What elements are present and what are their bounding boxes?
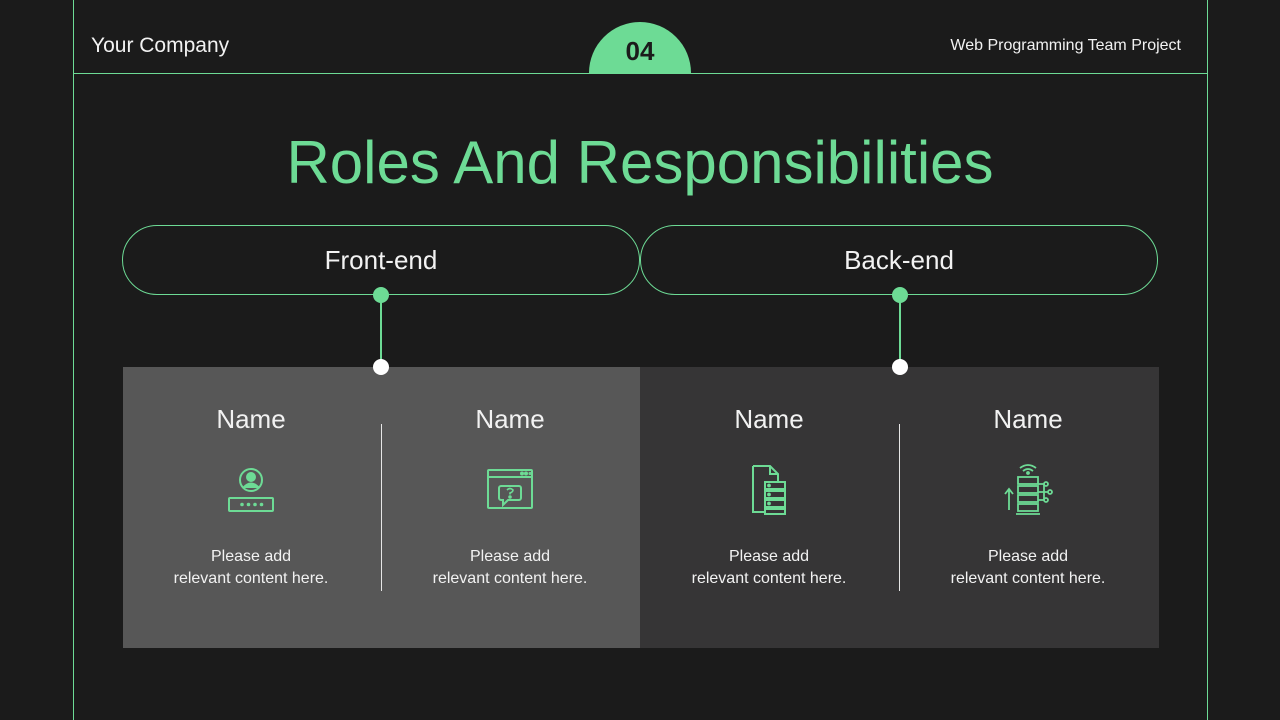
connector-dot-bottom-back [892, 359, 908, 375]
member-description: Please add relevant content here. [432, 548, 588, 587]
group-label: Front-end [324, 244, 438, 275]
connector-back [899, 295, 901, 367]
slide-title: Roles And Responsibilities [286, 129, 994, 196]
member-card: Name Please add relevant content here. [131, 404, 371, 590]
frame-left-border [73, 0, 74, 720]
member-description: Please add relevant content here. [950, 548, 1106, 587]
member-card: Name Please add relevant content here. [908, 404, 1148, 590]
member-name: Name [734, 404, 804, 434]
member-description: Please add relevant content here. [691, 548, 847, 587]
front-end-divider [381, 424, 382, 591]
company-name: Your Company [91, 34, 230, 57]
page-number: 04 [625, 35, 655, 66]
server-network-icon [1004, 464, 1053, 515]
member-name: Name [216, 404, 286, 434]
connector-dot-top-back [892, 287, 908, 303]
user-login-icon [228, 468, 274, 512]
back-end-divider [899, 424, 900, 591]
group-front-end: Front-end [122, 225, 640, 295]
member-name: Name [993, 404, 1063, 434]
member-card: Name Please add relevant content here. [649, 404, 889, 590]
browser-help-icon [487, 469, 533, 509]
connector-dot-bottom-front [373, 359, 389, 375]
page-number-badge: 04 [589, 22, 691, 74]
member-description: Please add relevant content here. [173, 548, 329, 587]
member-card: Name Please add relevant content here. [390, 404, 630, 590]
member-name: Name [475, 404, 545, 434]
database-file-icon [752, 465, 786, 515]
connector-front [380, 295, 382, 367]
frame-right-border [1207, 0, 1208, 720]
group-label: Back-end [844, 244, 954, 275]
project-title: Web Programming Team Project [950, 37, 1181, 54]
connector-dot-top-front [373, 287, 389, 303]
group-back-end: Back-end [640, 225, 1158, 295]
